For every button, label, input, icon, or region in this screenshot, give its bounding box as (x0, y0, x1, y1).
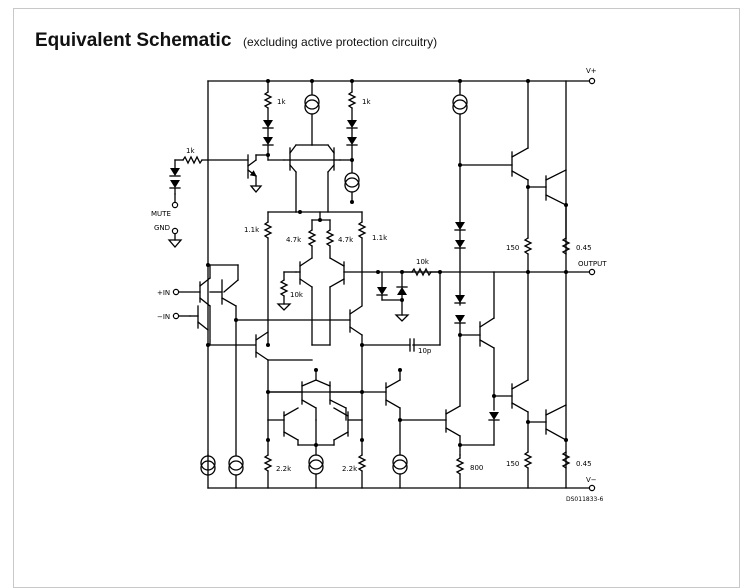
pin-gnd-label: GND (154, 224, 170, 232)
page-subtitle: (excluding active protection circuitry) (243, 35, 438, 49)
input-stage: 1.1k 4.7k 4.7k 1.1k 10k (244, 210, 388, 346)
r-2-2k-left-label: 2.2k (276, 465, 292, 473)
r-0-45-top-label: 0.45 (576, 244, 592, 252)
pin-minus-in: −IN (157, 312, 191, 321)
pin-vminus: V− (586, 476, 597, 492)
r-150-top-label: 150 (506, 244, 519, 252)
rails (207, 80, 591, 489)
r-1k-mute-label: 1k (186, 147, 195, 155)
pin-mute-label: MUTE (151, 210, 171, 218)
top-bias-network: 1k 1k (262, 79, 371, 213)
driver-stage: 800 (361, 79, 500, 489)
pin-vminus-label: V− (586, 476, 597, 484)
r-150-bot-label: 150 (506, 460, 519, 468)
c-10p-label: 10p (418, 347, 432, 355)
page-frame (13, 8, 740, 588)
input-transistors (189, 263, 364, 456)
r-2-2k-right-label: 2.2k (342, 465, 358, 473)
pin-mute: MUTE (151, 201, 179, 218)
pin-output-label: OUTPUT (578, 260, 607, 268)
pin-output: OUTPUT (578, 260, 607, 276)
r-10k-right-label: 10k (416, 258, 430, 266)
pin-gnd: GND (154, 224, 183, 248)
page-title: Equivalent Schematic (35, 30, 232, 51)
feedback-network: 10k 10p (361, 258, 442, 355)
output-stage: 150 0.45 150 0.45 (459, 79, 592, 489)
r-1-1k-right-label: 1.1k (372, 234, 388, 242)
r-4-7k-right-label: 4.7k (338, 236, 354, 244)
r-4-7k-left-label: 4.7k (286, 236, 302, 244)
pin-plus-in: +IN (157, 288, 201, 297)
pin-plus-in-label: +IN (157, 289, 170, 297)
r-0-45-bot-label: 0.45 (576, 460, 592, 468)
r-1k-left-label: 1k (277, 98, 286, 106)
pin-vplus-label: V+ (586, 67, 597, 75)
r-800-label: 800 (470, 464, 483, 472)
drawing-id: DS011833-6 (566, 496, 603, 503)
lower-mirrors: 2.2k 2.2k (200, 368, 367, 489)
r-1-1k-left-label: 1.1k (244, 226, 260, 234)
r-10k-left-label: 10k (290, 291, 304, 299)
mute-block: 1k (169, 147, 269, 203)
pin-vplus: V+ (586, 67, 597, 85)
r-1k-right-label: 1k (362, 98, 371, 106)
equivalent-schematic: V+ OUTPUT V− +IN −IN MUTE GND 1 (151, 67, 607, 503)
pin-minus-in-label: −IN (157, 313, 170, 321)
